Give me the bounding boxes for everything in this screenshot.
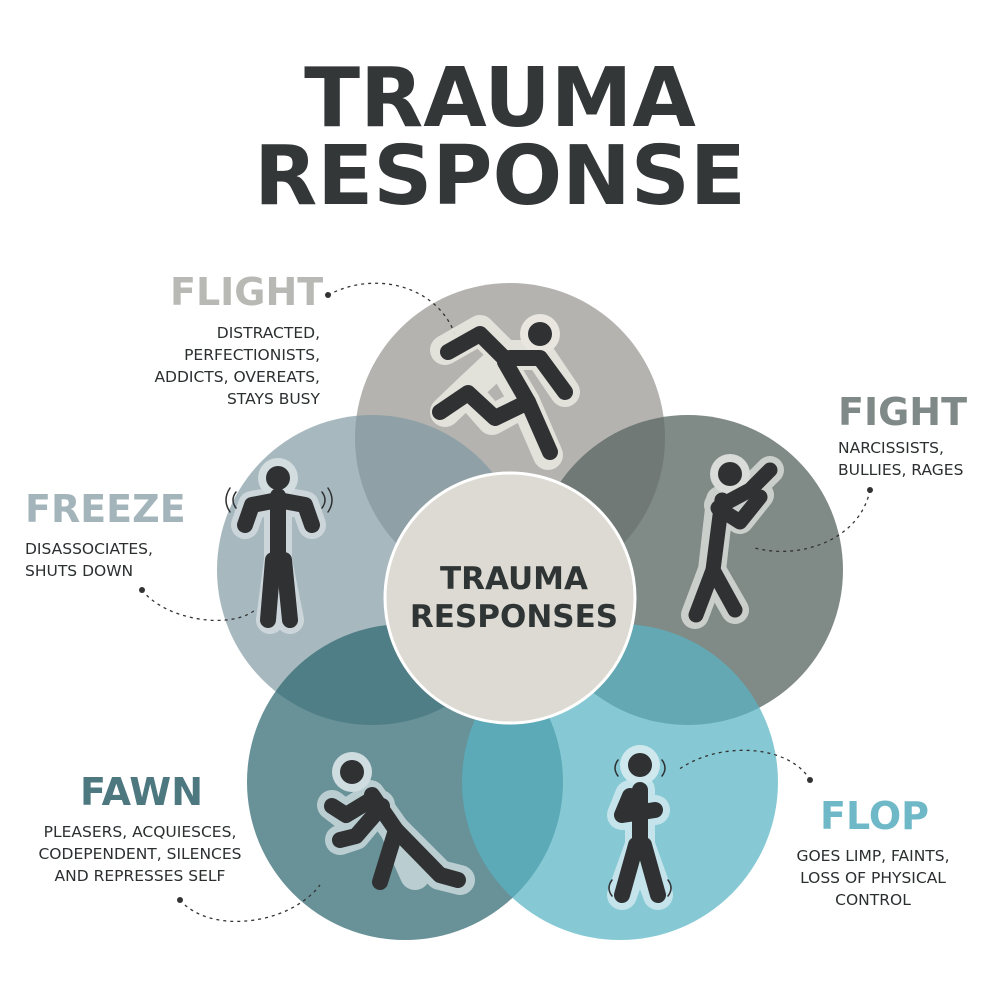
kneeling-figure-icon (317, 752, 475, 895)
fawn-heading: FAWN (80, 770, 204, 814)
freeze-description-line: SHUTS DOWN (25, 562, 134, 580)
fawn-connector (179, 884, 321, 923)
flight-connector-dot (325, 292, 331, 298)
flop-connector-dot (807, 777, 813, 783)
flight-connector (327, 282, 456, 336)
flop-connector (677, 749, 811, 781)
fawn-description-line: CODEPENDENT, SILENCES (38, 845, 242, 863)
freeze-heading: FREEZE (25, 487, 186, 531)
flight-description-line: DISTRACTED, (216, 324, 320, 342)
flop-description: GOES LIMP, FAINTS, LOSS OF PHYSICAL CONT… (782, 845, 964, 911)
fight-heading: FIGHT (838, 390, 968, 434)
fawn-description: PLEASERS, ACQUIESCES, CODEPENDENT, SILEN… (24, 821, 256, 887)
center-label-line-2: RESPONSES (409, 599, 619, 635)
center-circle (383, 471, 637, 725)
flight-description: DISTRACTED, PERFECTIONISTS, ADDICTS, OVE… (150, 322, 320, 410)
flop-heading: FLOP (820, 794, 929, 838)
fawn-description-line: AND REPRESSES SELF (54, 867, 226, 885)
flight-description-line: STAYS BUSY (226, 390, 320, 408)
fawn-connector-dot (177, 897, 183, 903)
freeze-connector (141, 589, 256, 622)
flight-heading: FLIGHT (170, 270, 324, 314)
flight-description-line: PERFECTIONISTS, (184, 346, 320, 364)
freeze-description-line: DISASSOCIATES, (25, 540, 153, 558)
flight-description-line: ADDICTS, OVEREATS, (154, 368, 320, 386)
fight-description: NARCISSISTS, BULLIES, RAGES (838, 437, 963, 481)
flop-description-line: CONTROL (835, 891, 911, 909)
fawn-description-line: PLEASERS, ACQUIESCES, (43, 823, 237, 841)
page-title-line-2: RESPONSE (254, 129, 746, 224)
center-label: TRAUMA RESPONSES (385, 560, 643, 636)
fight-connector (754, 489, 871, 552)
page-title-line-1: TRAUMA (304, 51, 696, 146)
fighting-figure-icon (681, 454, 784, 629)
fight-description-line: NARCISSISTS, (838, 439, 944, 457)
flop-description-line: GOES LIMP, FAINTS, (796, 847, 950, 865)
collapsing-figure-icon (607, 745, 673, 910)
flop-description-line: LOSS OF PHYSICAL (800, 869, 946, 887)
center-label-line-1: TRAUMA (439, 561, 589, 597)
fight-connector-dot (867, 487, 873, 493)
fight-description-line: BULLIES, RAGES (838, 461, 964, 479)
running-figure-icon (430, 314, 580, 470)
freeze-description: DISASSOCIATES, SHUTS DOWN (25, 538, 153, 582)
freeze-connector-dot (139, 587, 145, 593)
frozen-figure-icon (225, 458, 333, 634)
